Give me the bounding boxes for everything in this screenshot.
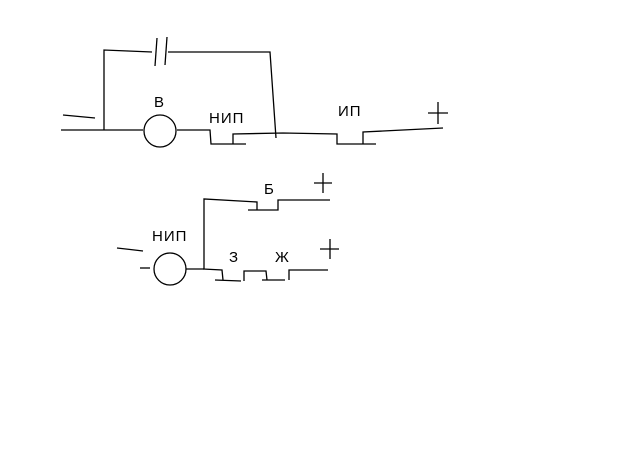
ground-dash xyxy=(62,114,96,119)
motor-symbol xyxy=(153,252,187,286)
plus-terminal-icon xyxy=(428,102,448,124)
contact-nip xyxy=(177,129,246,145)
wire xyxy=(214,279,242,282)
wire-bypass-right xyxy=(168,51,277,139)
motor-nip-label: НИП xyxy=(152,228,188,245)
wire xyxy=(232,132,376,145)
capacitor-plate xyxy=(154,37,158,67)
motor-label: В xyxy=(154,94,166,111)
motor-symbol xyxy=(143,114,177,148)
wire-bypass-left xyxy=(103,49,153,130)
contact-zh-label: Ж xyxy=(275,249,290,266)
contact-b xyxy=(248,199,330,211)
capacitor-plate xyxy=(164,36,168,66)
top-circuit xyxy=(61,36,448,148)
contact-b-label: Б xyxy=(264,181,275,198)
plus-terminal-icon xyxy=(314,173,332,193)
ground-dash xyxy=(116,247,144,252)
contact-z xyxy=(243,270,268,281)
contact-z-label: З xyxy=(229,249,240,266)
wire xyxy=(203,198,258,269)
contact-nip-label: НИП xyxy=(209,110,245,127)
contact-zh xyxy=(288,269,328,280)
plus-terminal-icon xyxy=(320,239,339,259)
wire xyxy=(202,268,224,281)
contact-ip xyxy=(362,127,444,144)
bottom-circuit xyxy=(116,173,339,286)
contact-ip-label: ИП xyxy=(338,103,362,120)
